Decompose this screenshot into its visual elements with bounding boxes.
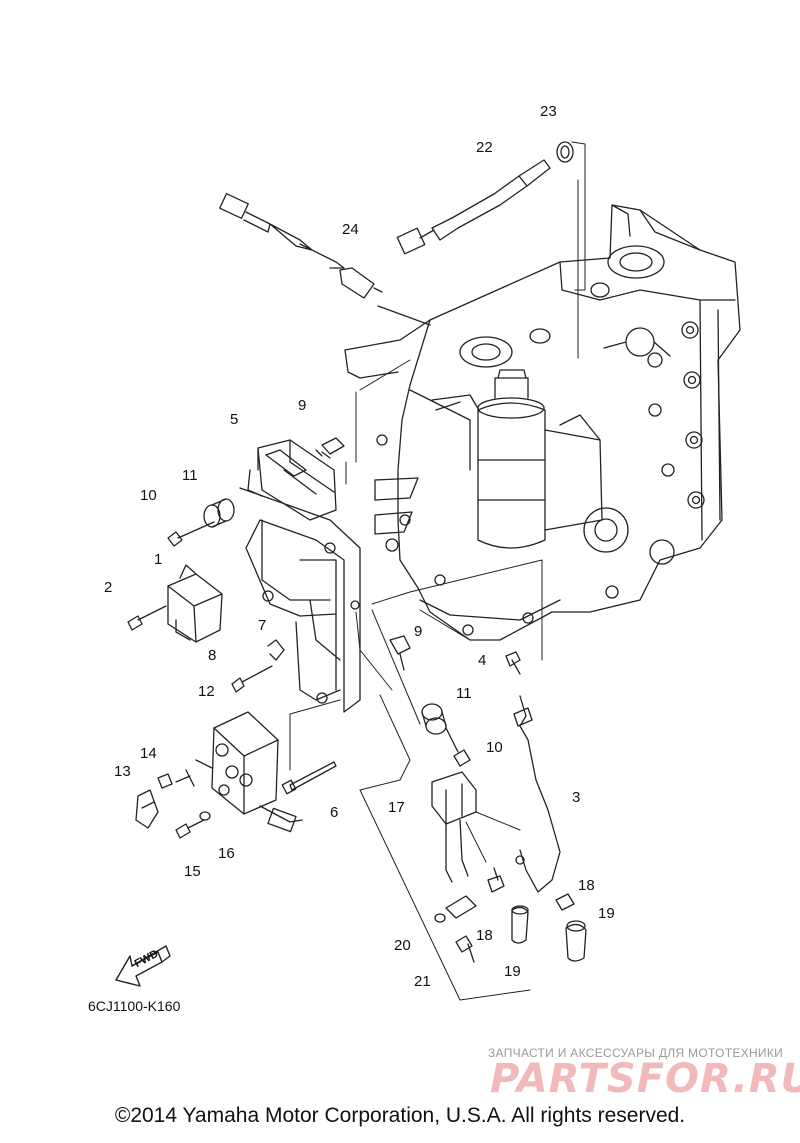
callout-23: 23 bbox=[540, 103, 557, 120]
watermark-tagline: ЗАПЧАСТИ И АКСЕССУАРЫ ДЛЯ МОТОТЕХНИКИ bbox=[488, 1046, 784, 1060]
part-12-rectifier bbox=[195, 711, 303, 833]
callout-6: 6 bbox=[330, 804, 339, 821]
callout-2: 2 bbox=[104, 579, 113, 596]
callout-13: 13 bbox=[114, 763, 131, 780]
callout-20: 20 bbox=[394, 937, 411, 954]
callout-9-lower: 9 bbox=[414, 623, 423, 640]
callout-7: 7 bbox=[258, 617, 267, 634]
callout-4: 4 bbox=[478, 652, 487, 669]
callout-18-left: 18 bbox=[476, 927, 493, 944]
callout-3: 3 bbox=[572, 789, 581, 806]
callout-10-upper: 10 bbox=[140, 487, 157, 504]
engine-block bbox=[344, 204, 741, 641]
callout-18-right: 18 bbox=[578, 877, 595, 894]
part-5-ecu bbox=[247, 439, 337, 521]
part-1-relay bbox=[167, 564, 223, 643]
callout-1: 1 bbox=[154, 551, 163, 568]
callout-10-lower: 10 bbox=[486, 739, 503, 756]
fasteners bbox=[127, 437, 587, 963]
fwd-arrow-icon bbox=[115, 945, 171, 987]
watermark-logo: PARTSFOR.RU bbox=[490, 1056, 800, 1102]
callout-17: 17 bbox=[388, 799, 405, 816]
callout-24: 24 bbox=[342, 221, 359, 238]
callout-19-left: 19 bbox=[504, 963, 521, 980]
callout-5: 5 bbox=[230, 411, 239, 428]
diagram-code: 6CJ1100-K160 bbox=[88, 998, 181, 1014]
copyright-footer: ©2014 Yamaha Motor Corporation, U.S.A. A… bbox=[114, 1104, 686, 1127]
callout-9-upper: 9 bbox=[298, 397, 307, 414]
part-6-cable-tie bbox=[281, 761, 337, 795]
part-3-ground-lead bbox=[513, 695, 561, 893]
leader-lines bbox=[289, 141, 586, 1001]
part-23-oring bbox=[556, 141, 574, 163]
callout-11-upper: 11 bbox=[182, 467, 198, 484]
callout-22: 22 bbox=[476, 139, 493, 156]
part-24-sensor bbox=[219, 193, 431, 326]
callout-14: 14 bbox=[140, 745, 157, 762]
callout-12: 12 bbox=[198, 683, 215, 700]
callout-19-right: 19 bbox=[598, 905, 615, 922]
mounting-bracket bbox=[239, 487, 361, 713]
callout-15: 15 bbox=[184, 863, 201, 880]
callout-21: 21 bbox=[414, 973, 431, 990]
part-22-sensor bbox=[396, 159, 551, 255]
callout-11-lower: 11 bbox=[456, 685, 472, 702]
callout-8: 8 bbox=[208, 647, 217, 664]
callout-16: 16 bbox=[218, 845, 235, 862]
